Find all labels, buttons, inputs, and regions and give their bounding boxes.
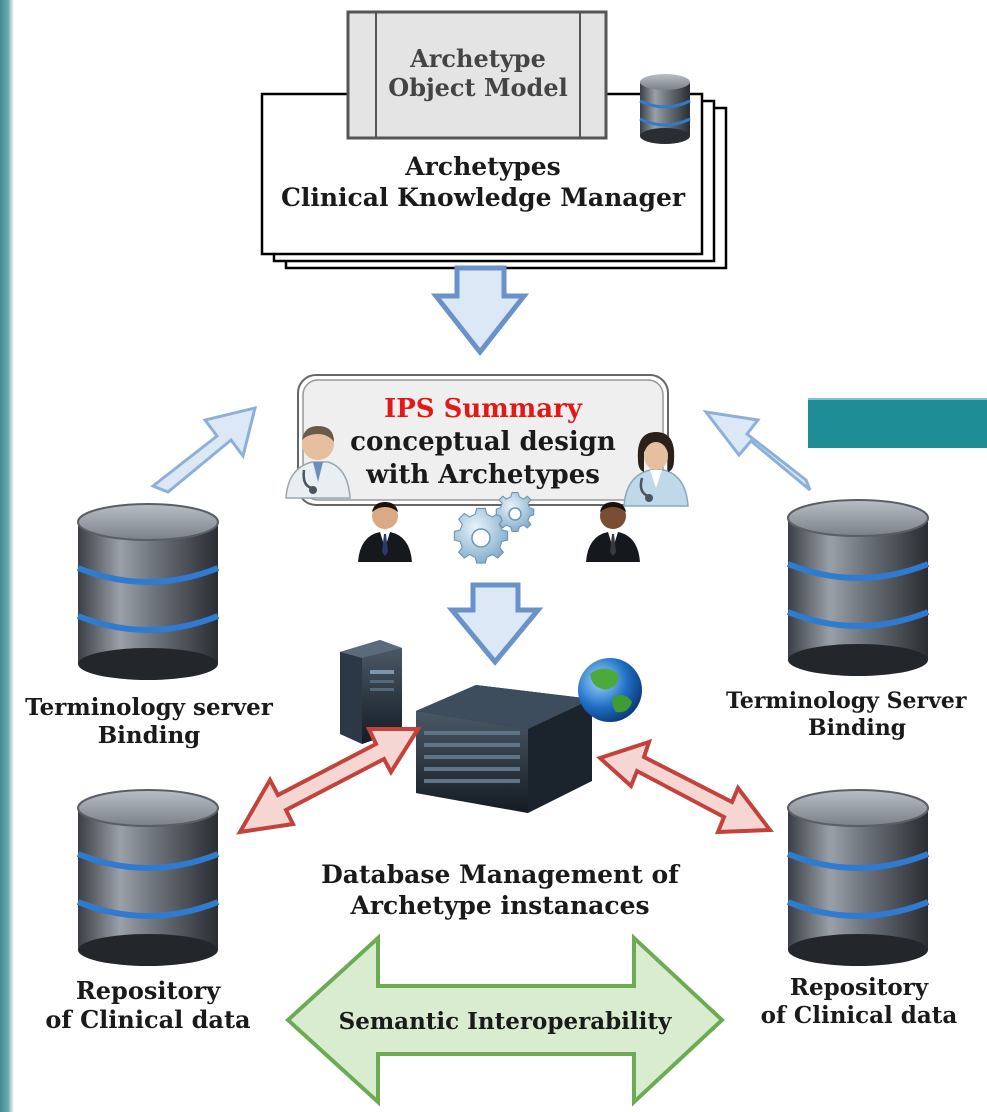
repository-left-line1: Repository <box>75 976 221 1005</box>
teal-decoration-bar <box>808 398 987 448</box>
terminology-right-line1: Terminology Server <box>726 688 967 714</box>
terminology-right-label: Terminology Server Binding <box>726 688 987 742</box>
businessman-left-icon <box>358 502 412 562</box>
ips-title: IPS Summary <box>384 394 582 424</box>
globe-icon <box>578 658 642 722</box>
aom-label-line2: Object Model <box>388 73 568 103</box>
repository-left-label: Repository of Clinical data <box>20 976 276 1035</box>
doctor-female-icon <box>623 432 689 507</box>
dbms-line2: Archetype instanaces <box>350 890 650 920</box>
aom-box <box>346 10 608 140</box>
dbms-line1: Database Management of <box>321 860 679 889</box>
small-database-icon <box>639 74 691 144</box>
red-arrow-right <box>596 738 774 835</box>
dbms-label: Database Management of Archetype instana… <box>290 860 710 921</box>
red-arrow-left <box>236 727 422 835</box>
repository-left-line2: of Clinical data <box>45 1005 251 1035</box>
ips-line3: with Archetypes <box>366 459 600 490</box>
aom-label: Archetype Object Model <box>376 44 580 103</box>
repository-right-label: Repository of Clinical data <box>740 974 978 1030</box>
ips-line2: conceptual design <box>350 426 616 457</box>
terminology-left-line2: Binding <box>97 722 201 750</box>
gears-icon <box>453 492 535 564</box>
semantic-interoperability-label: Semantic Interoperability <box>338 1008 672 1035</box>
blue-arrow-diagonal-right <box>702 409 812 492</box>
terminology-left-label: Terminology server Binding <box>8 694 290 750</box>
rack-server-icon <box>416 685 592 813</box>
terminology-right-line2: Binding <box>808 714 907 741</box>
repository-right-line1: Repository <box>789 974 929 1001</box>
repository-right-line2: of Clinical data <box>760 1002 958 1030</box>
aom-label-line1: Archetype <box>410 44 546 73</box>
blue-arrow-diagonal-left <box>150 405 258 494</box>
database-icon-top-left <box>76 503 220 680</box>
ckm-label: Archetypes Clinical Knowledge Manager <box>264 152 702 213</box>
database-icon-top-right <box>786 499 930 676</box>
ips-summary-box <box>297 374 669 506</box>
businessman-right-icon <box>586 502 640 562</box>
ips-label: IPS Summary conceptual design with Arche… <box>318 393 648 491</box>
blue-arrow-down-top <box>430 265 530 357</box>
database-icon-bottom-right <box>786 789 930 966</box>
doctor-male-icon <box>285 426 351 499</box>
terminology-left-line1: Terminology server <box>25 694 273 721</box>
blue-arrow-down-middle <box>446 582 544 666</box>
database-icon-bottom-left <box>76 789 220 966</box>
server-tower-icon <box>340 640 402 744</box>
ckm-label-line2: Clinical Knowledge Manager <box>280 182 686 212</box>
ckm-label-line1: Archetypes <box>405 152 561 181</box>
green-arrow-semantic <box>285 933 725 1107</box>
